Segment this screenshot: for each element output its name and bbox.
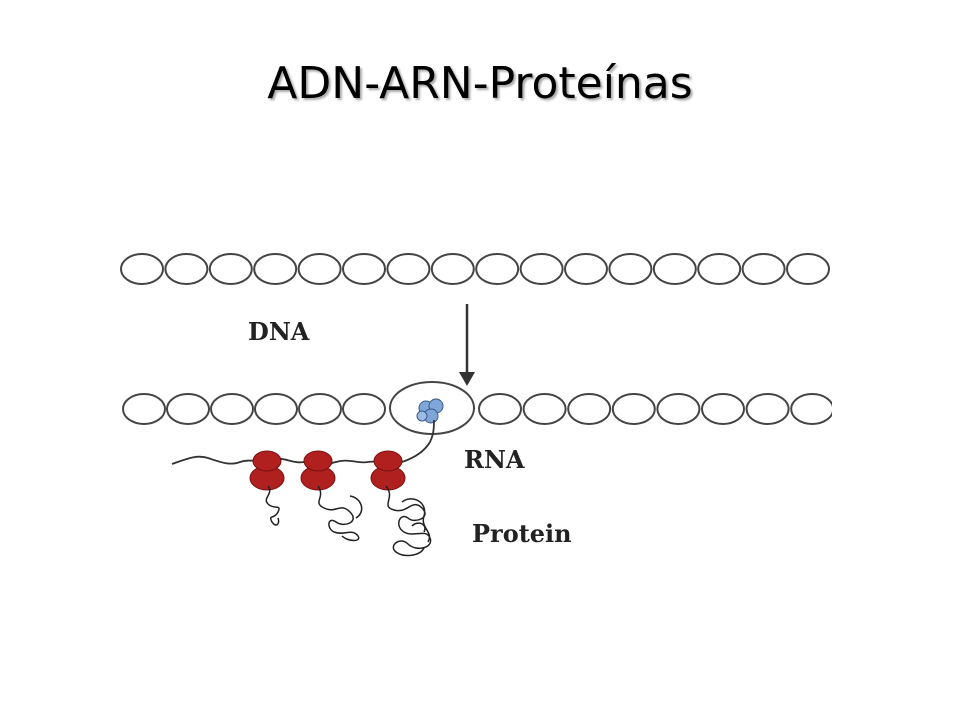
dna-nucleotide bbox=[430, 253, 475, 285]
dna-nucleotide bbox=[120, 253, 164, 285]
dna-nucleotide bbox=[253, 253, 298, 285]
transcription-arrow bbox=[459, 304, 475, 386]
ribosome-icon bbox=[370, 450, 406, 491]
dna-nucleotide bbox=[567, 393, 612, 425]
dna-nucleotide bbox=[297, 253, 342, 285]
protein-chain-medium bbox=[317, 485, 363, 542]
dna-nucleotide bbox=[342, 393, 386, 425]
rna-polymerase bbox=[389, 381, 475, 435]
protein-chain-long bbox=[385, 485, 432, 557]
dna-label: DNA bbox=[248, 317, 310, 346]
ribosome-icon bbox=[249, 450, 285, 491]
slide-title: ADN-ARN-Proteínas bbox=[267, 58, 693, 109]
dna-nucleotide bbox=[701, 393, 745, 425]
dna-nucleotide bbox=[697, 253, 742, 285]
dna-nucleotide bbox=[656, 393, 701, 425]
dna-nucleotide bbox=[122, 393, 166, 425]
dna-nucleotide bbox=[564, 253, 608, 285]
dna-nucleotide bbox=[741, 253, 786, 285]
protein-chain-short bbox=[265, 485, 280, 526]
dna-nucleotide bbox=[386, 253, 431, 285]
rna-label: RNA bbox=[464, 445, 525, 474]
dna-nucleotide bbox=[786, 253, 830, 285]
dna-nucleotide bbox=[608, 253, 653, 285]
dna-nucleotide bbox=[652, 253, 697, 285]
dna-nucleotide bbox=[210, 393, 254, 425]
dna-nucleotide bbox=[342, 253, 386, 285]
dna-strand-bottom bbox=[122, 393, 832, 425]
dna-nucleotide bbox=[522, 393, 567, 425]
protein-chains bbox=[265, 485, 432, 557]
dna-nucleotide bbox=[208, 253, 253, 285]
dna-nucleotide bbox=[298, 393, 342, 425]
polymerase-icon bbox=[416, 398, 444, 424]
ribosome-icon bbox=[300, 450, 336, 491]
dna-nucleotide bbox=[745, 393, 790, 425]
dna-nucleotide bbox=[164, 253, 209, 285]
dna-strand-top bbox=[120, 253, 830, 285]
dna-nucleotide bbox=[790, 393, 832, 425]
dna-nucleotide bbox=[254, 393, 298, 425]
diagram-canvas: DNA RNA Protein bbox=[120, 253, 832, 557]
dna-nucleotide bbox=[611, 393, 656, 425]
dna-nucleotide bbox=[166, 393, 210, 425]
dna-nucleotide bbox=[475, 253, 520, 285]
protein-label: Protein bbox=[472, 519, 572, 548]
dna-nucleotide bbox=[519, 253, 564, 285]
dna-nucleotide bbox=[478, 393, 522, 425]
dna-rna-protein-diagram: DNA RNA Protein bbox=[112, 236, 832, 566]
ribosomes bbox=[249, 450, 406, 491]
